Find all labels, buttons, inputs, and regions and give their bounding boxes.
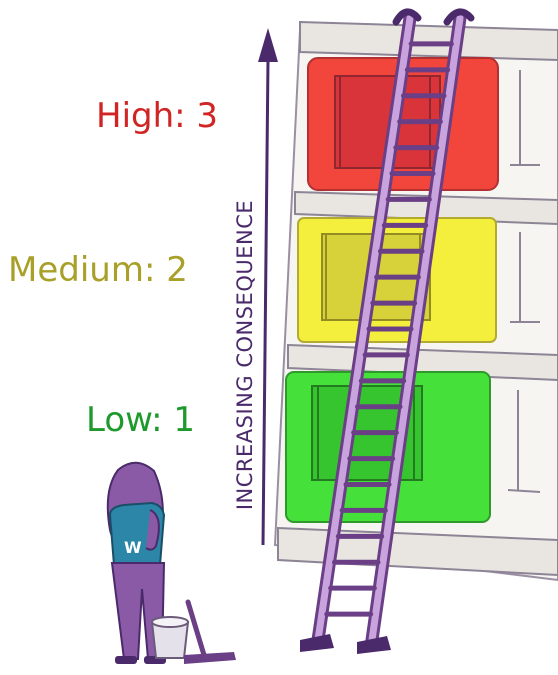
high-level-label: High: 3 [96,96,218,136]
shirt-letter: W [124,538,142,557]
mop [184,602,236,664]
low-level-label: Low: 1 [86,400,195,440]
medium-level-label: Medium: 2 [8,250,188,290]
bucket [152,617,188,658]
axis-label: INCREASING CONSEQUENCE [233,155,263,555]
